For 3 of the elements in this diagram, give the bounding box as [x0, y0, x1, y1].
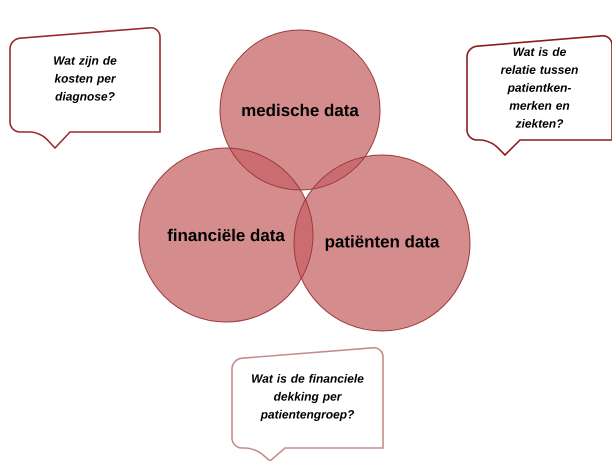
speech-bubble: Wat is de relatie tussen patientken- merken en ziekten?: [466, 35, 612, 156]
speech-bubble: Wat is de financiele dekking per patientengroep?: [231, 346, 384, 461]
speech-bubble: Wat zijn de kosten per diagnose?: [9, 26, 161, 149]
